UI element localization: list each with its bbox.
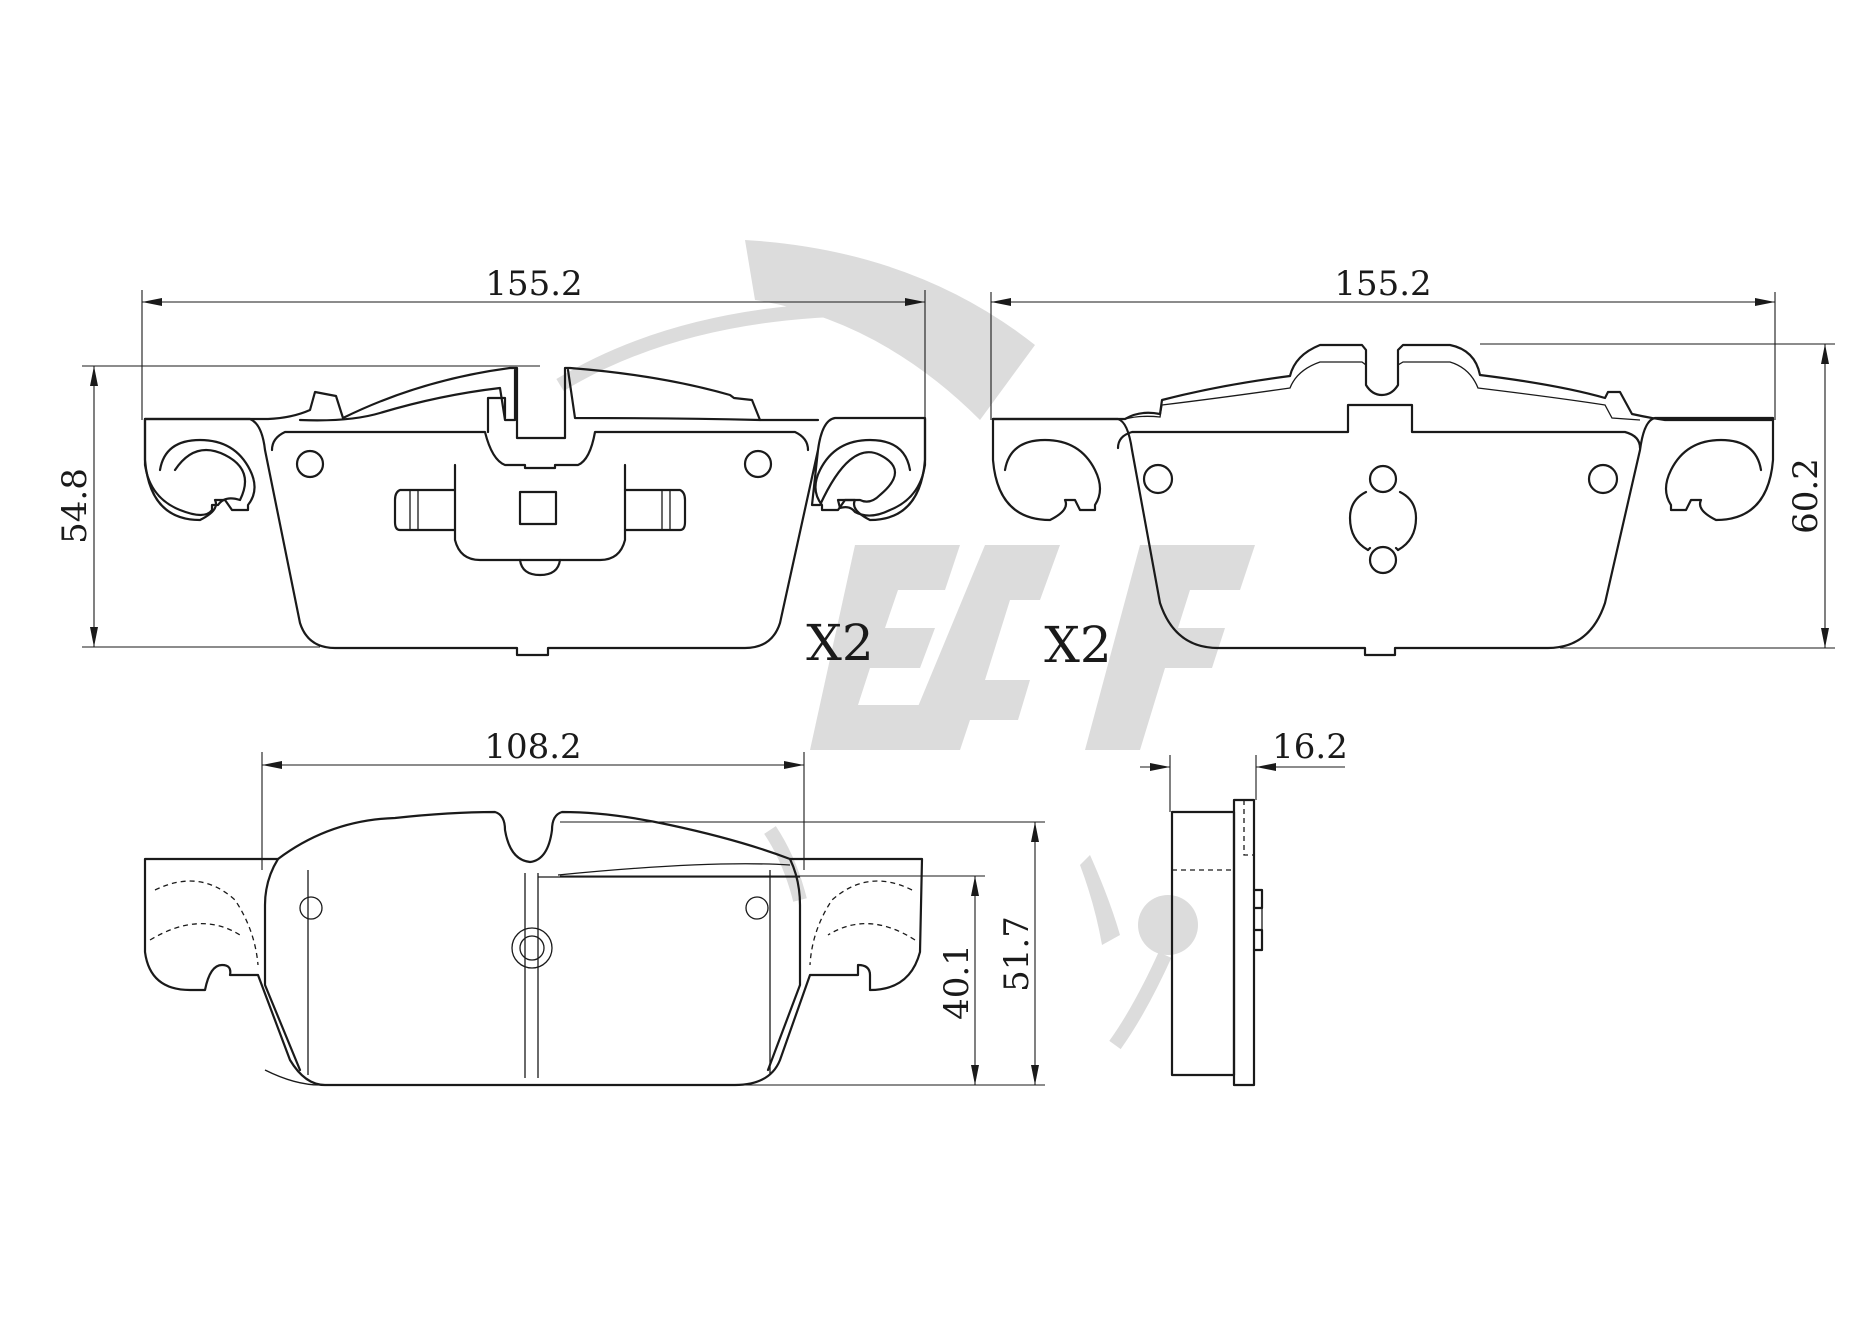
pad-top-right-hole-right xyxy=(1587,463,1619,495)
pad-top-left-hole-left xyxy=(295,449,325,479)
watermark-logo xyxy=(556,240,1255,1050)
dimension-side-thickness: 16.2 xyxy=(1140,727,1348,812)
dimension-top-left-height: 54.8 xyxy=(55,365,540,648)
dimension-label-51-7: 51.7 xyxy=(997,916,1037,992)
dimension-label-108-2: 108.2 xyxy=(484,727,581,767)
dimension-label-60-2: 60.2 xyxy=(1786,458,1826,534)
pad-top-right-friction xyxy=(1116,403,1642,450)
dimension-label-40-1: 40.1 xyxy=(937,944,977,1020)
dimension-label-16-2: 16.2 xyxy=(1272,727,1348,767)
pad-bottom-front-view xyxy=(143,810,924,1087)
dimension-label-155-left: 155.2 xyxy=(485,264,582,304)
pad-top-left-friction xyxy=(270,430,810,470)
quantity-label-left: X2 xyxy=(806,614,873,672)
dimension-label-155-right: 155.2 xyxy=(1334,264,1431,304)
pad-side-view xyxy=(1170,798,1264,1087)
pad-bottom-hole-right xyxy=(745,896,769,920)
dimension-label-54-8: 54.8 xyxy=(55,468,95,544)
dimension-top-right-width: 155.2 xyxy=(990,264,1776,420)
pad-top-right-backplate xyxy=(991,416,1775,657)
dimension-top-left-width: 155.2 xyxy=(141,264,926,420)
pad-top-right-hole-left xyxy=(1142,463,1174,495)
dimension-bottom-width: 108.2 xyxy=(261,727,805,870)
dimension-top-right-height: 60.2 xyxy=(1480,343,1835,649)
pad-top-left-hole-right xyxy=(743,449,773,479)
pad-bottom-center-hole xyxy=(511,927,553,969)
pad-bottom-hole-left xyxy=(299,896,323,920)
pad-top-left xyxy=(143,366,927,657)
quantity-label-right: X2 xyxy=(1044,616,1111,674)
pad-bottom-backplate xyxy=(143,810,924,1087)
pad-side-backplate xyxy=(1232,798,1256,1087)
pad-top-right-center-boss xyxy=(1348,490,1418,552)
dimension-bottom-inner-height: 40.1 xyxy=(560,875,985,1086)
pad-top-right xyxy=(991,343,1775,657)
dimension-bottom-outer-height: 51.7 xyxy=(560,821,1045,1086)
